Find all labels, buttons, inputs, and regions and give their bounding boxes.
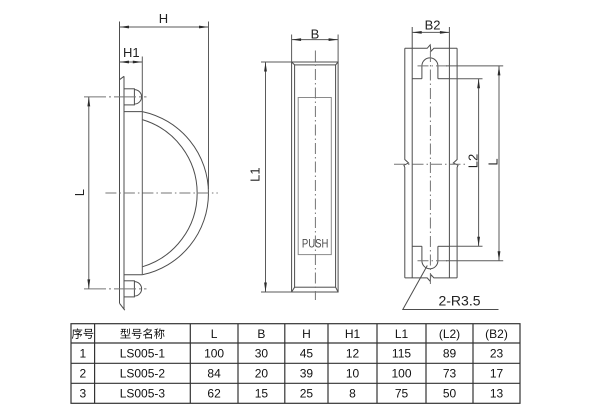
svg-text:L: L [72, 189, 87, 196]
svg-text:100: 100 [204, 347, 224, 361]
svg-text:3: 3 [79, 387, 86, 401]
svg-text:8: 8 [349, 387, 356, 401]
svg-text:84: 84 [207, 367, 221, 381]
svg-text:13: 13 [490, 387, 504, 401]
svg-text:L: L [211, 327, 218, 341]
svg-text:20: 20 [255, 367, 269, 381]
svg-text:89: 89 [443, 347, 457, 361]
svg-text:30: 30 [255, 347, 269, 361]
svg-text:LS005-2: LS005-2 [120, 367, 166, 381]
svg-text:L2: L2 [466, 154, 481, 168]
svg-text:39: 39 [300, 367, 314, 381]
svg-text:1: 1 [79, 347, 86, 361]
svg-text:45: 45 [300, 347, 314, 361]
svg-text:H: H [159, 11, 168, 26]
svg-text:2: 2 [79, 367, 86, 381]
svg-text:(L2): (L2) [439, 327, 460, 341]
svg-text:75: 75 [395, 387, 409, 401]
svg-text:B2: B2 [425, 18, 441, 33]
svg-text:L: L [485, 158, 500, 165]
svg-text:B: B [311, 26, 320, 41]
svg-text:H1: H1 [123, 45, 140, 60]
svg-text:17: 17 [490, 367, 504, 381]
svg-text:L1: L1 [395, 327, 409, 341]
svg-text:H1: H1 [345, 327, 361, 341]
svg-text:2-R3.5: 2-R3.5 [438, 292, 480, 308]
svg-text:L1: L1 [247, 167, 262, 181]
svg-text:15: 15 [255, 387, 269, 401]
svg-text:12: 12 [346, 347, 360, 361]
svg-text:73: 73 [443, 367, 457, 381]
svg-text:23: 23 [490, 347, 504, 361]
svg-text:LS005-3: LS005-3 [120, 387, 166, 401]
svg-text:25: 25 [300, 387, 314, 401]
svg-text:100: 100 [391, 367, 411, 381]
svg-text:PUSH: PUSH [302, 238, 329, 251]
svg-text:10: 10 [346, 367, 360, 381]
svg-text:B: B [257, 327, 265, 341]
svg-text:LS005-1: LS005-1 [120, 347, 166, 361]
svg-text:115: 115 [392, 347, 411, 361]
svg-text:H: H [302, 327, 311, 341]
svg-text:62: 62 [207, 387, 221, 401]
svg-text:50: 50 [443, 387, 457, 401]
svg-text:(B2): (B2) [485, 327, 508, 341]
